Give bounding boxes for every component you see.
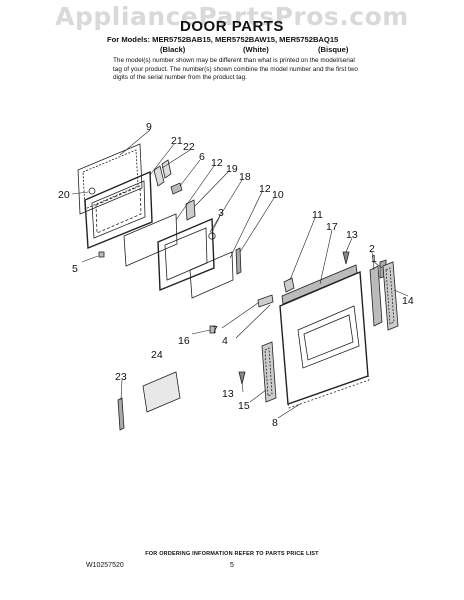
part-19-bracket [185,199,196,221]
callout-3: 3 [218,207,224,219]
page-number: 5 [230,562,234,569]
callout-15: 15 [238,400,250,412]
part-14-side-trim-right [382,261,399,331]
part-22-hinge [153,159,172,187]
callout-23: 23 [115,371,127,383]
part-8-bottom-trim [287,375,370,409]
part-10-strip [235,247,242,275]
callout-12-upper: 12 [211,157,223,169]
callout-10: 10 [272,189,284,201]
callout-18: 18 [239,171,251,183]
part-6-clip [170,182,183,195]
callout-11: 11 [312,209,323,221]
callout-17: 17 [326,221,338,233]
document-number: W10257520 [86,562,124,569]
part-16-clip [209,325,216,334]
callout-labels: 9 21 22 6 12 19 18 12 10 20 3 5 11 17 13… [58,121,414,429]
callout-13-upper: 13 [346,229,358,241]
callout-1: 1 [371,253,377,265]
callout-22: 22 [183,141,195,153]
part-13-screw-lower [238,371,246,385]
callout-14: 14 [402,295,414,307]
part-11-clip [283,277,295,293]
part-20-screw [88,187,96,195]
callout-13-lower: 13 [222,388,234,400]
callout-7: 7 [212,324,218,336]
color-black: (Black) [160,45,186,54]
callout-24: 24 [151,349,163,361]
callout-6: 6 [199,151,205,163]
part-24-insulation [142,371,181,413]
part-13-screw-upper [342,251,350,265]
callout-9: 9 [146,121,152,133]
part-9-outer-glass [77,143,143,215]
part-18-inner-frame [157,217,215,292]
part-12-glass-lower [189,251,234,299]
watermark-text: AppliancePartsPros.com [55,2,409,31]
part-3-screw [208,232,216,240]
part-15-side-trim-left [261,341,277,403]
callout-5: 5 [72,263,78,275]
callout-20: 20 [58,189,70,201]
models-line: For Models: MER5752BAB15, MER5752BAW15, … [107,35,339,44]
part-21-door-frame [84,170,153,250]
part-2-handle [369,265,383,327]
part-12-glass-upper [123,213,178,267]
ordering-info: FOR ORDERING INFORMATION REFER TO PARTS … [145,551,319,557]
model-note: The model(s) number shown may be differe… [113,57,358,82]
callout-12-lower: 12 [259,183,271,195]
color-bisque: (Bisque) [318,45,349,54]
part-5-clip [98,251,105,258]
callout-2: 2 [369,243,375,255]
part-23-strip [117,397,125,431]
callout-8: 8 [272,417,278,429]
callout-4: 4 [222,335,228,347]
leader-lines [71,129,409,419]
color-white: (White) [243,45,269,54]
callout-19: 19 [226,163,238,175]
page-title: DOOR PARTS [180,18,284,35]
part-7-bracket [257,294,274,308]
callout-21: 21 [171,135,183,147]
callout-16: 16 [178,335,190,347]
